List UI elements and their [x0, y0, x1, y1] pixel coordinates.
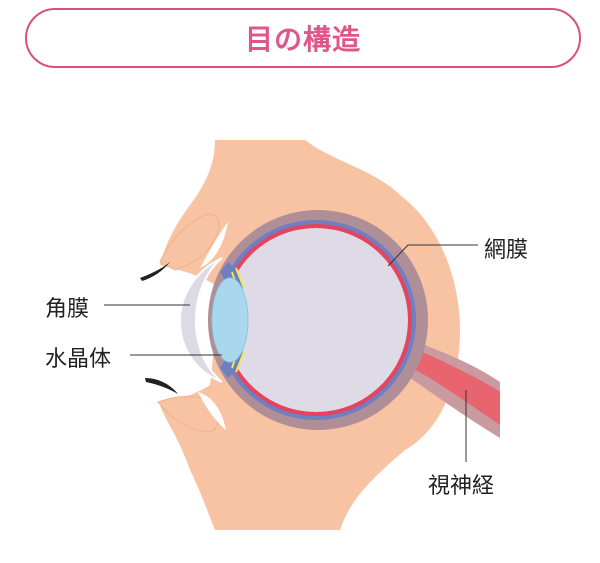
lower-eyelash [145, 378, 178, 394]
lower-lid-rim [198, 392, 226, 430]
lower-eyelid [157, 395, 219, 433]
upper-eyelid [159, 213, 220, 271]
page-title: 目の構造 [244, 23, 361, 56]
retina-label: 網膜 [484, 238, 529, 263]
optic-nerve [395, 348, 500, 425]
lens [211, 277, 249, 363]
retina-leader-line [387, 244, 478, 267]
title-banner: 目の構造 [25, 8, 581, 68]
upper-eyelash [140, 262, 170, 281]
cornea [178, 257, 223, 383]
cornea-label: 角膜 [45, 297, 90, 322]
lens-label: 水晶体 [45, 347, 112, 372]
upper-lid-rim [200, 222, 228, 268]
optic-nerve-label: 視神経 [428, 474, 495, 499]
vitreous-body [224, 228, 408, 412]
